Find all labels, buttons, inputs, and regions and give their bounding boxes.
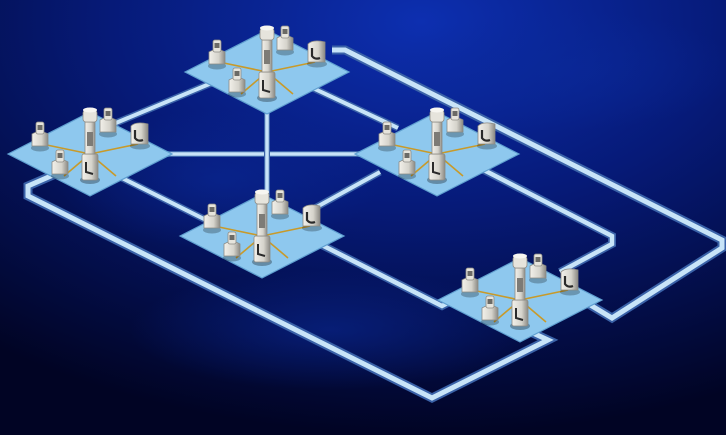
monitor-icon <box>130 122 150 150</box>
workstation-icon <box>228 67 246 98</box>
tower-server-icon <box>257 25 277 102</box>
tower-server-icon <box>427 107 447 184</box>
cable-right-to-bottom-right <box>474 162 616 276</box>
monitor-icon <box>302 204 322 232</box>
node-right <box>353 107 521 197</box>
workstation-icon <box>208 39 226 70</box>
workstation-icon <box>51 149 69 180</box>
monitor-icon <box>307 40 327 68</box>
workstation-icon <box>276 25 294 56</box>
node-bottom-right <box>436 253 604 343</box>
workstation-icon <box>481 295 499 326</box>
workstation-icon <box>31 121 49 152</box>
workstation-icon <box>461 267 479 298</box>
workstation-icon <box>446 107 464 138</box>
workstation-icon <box>223 231 241 262</box>
background-glow <box>380 10 726 130</box>
tower-server-icon <box>510 253 530 330</box>
cable-outer-ring-right <box>332 45 726 324</box>
cable-outer-ring-bottom <box>23 167 559 404</box>
workstation-icon <box>378 121 396 152</box>
workstation-icon <box>99 107 117 138</box>
network-nodes <box>6 25 604 343</box>
node-center <box>178 189 346 279</box>
workstation-icon <box>398 149 416 180</box>
node-top <box>183 25 351 115</box>
monitor-icon <box>477 122 497 150</box>
workstation-icon <box>203 203 221 234</box>
workstation-icon <box>271 189 289 220</box>
tower-server-icon <box>80 107 100 184</box>
monitor-icon <box>560 268 580 296</box>
node-left <box>6 107 174 197</box>
tower-server-icon <box>252 189 272 266</box>
workstation-icon <box>529 253 547 284</box>
